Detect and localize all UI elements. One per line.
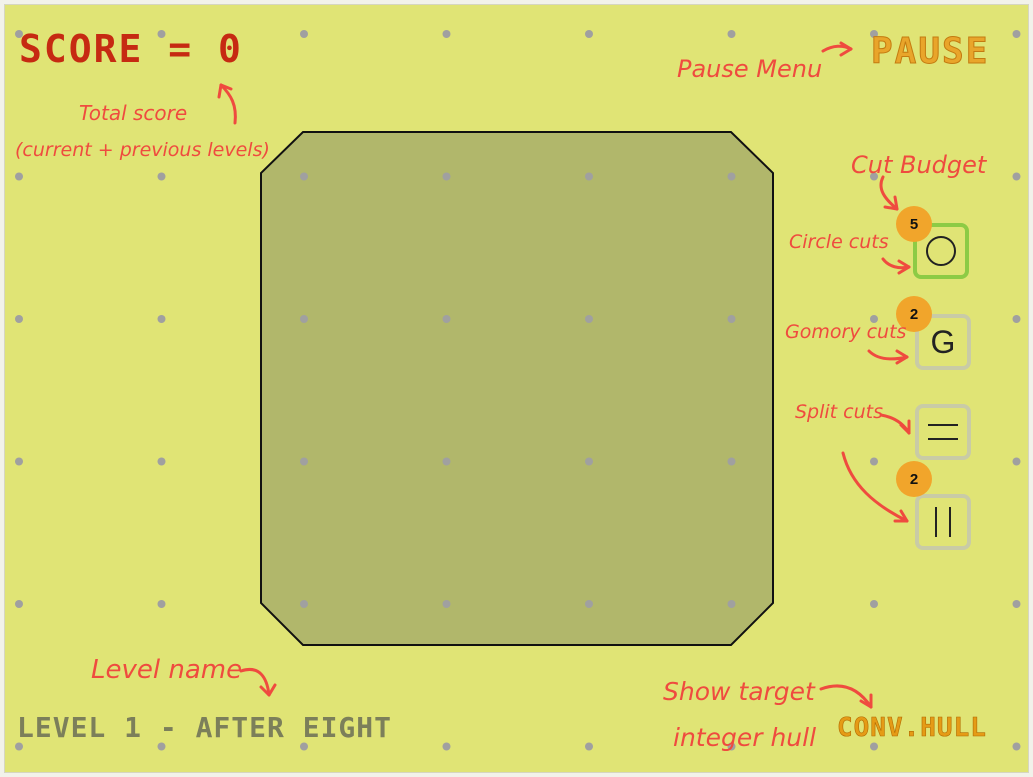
annotation-total-score-detail: (current + previous levels) [15,139,270,161]
lattice-point [870,457,878,466]
annotation-split-cuts: Split cuts [795,401,884,423]
lattice-point [15,742,23,751]
lattice-point [585,30,593,38]
split-cut-vertical-button[interactable] [915,494,971,550]
lattice-point [15,172,23,181]
lattice-point [300,742,308,751]
lattice-point [870,315,878,323]
score-display: SCORE = 0 [19,27,243,71]
lattice-point [157,457,166,466]
circle-icon [926,236,956,266]
level-name: LEVEL 1 - AFTER EIGHT [17,711,393,744]
lattice-point [300,600,308,608]
annotation-integer-hull: integer hull [673,723,817,752]
annotation-pause-menu: Pause Menu [677,55,823,83]
lattice-point [727,172,736,181]
lattice-point [300,172,308,181]
lattice-point [157,315,166,323]
split-cut-horizontal-button[interactable] [915,404,971,460]
annotation-show-target: Show target [663,677,815,706]
lattice-point [15,457,23,466]
lattice-point [585,315,593,323]
lattice-point [870,30,878,38]
lattice-point [157,30,166,38]
lattice-point [442,457,451,466]
lattice-point [442,742,451,751]
lattice-point [300,30,308,38]
lattice-point [157,742,166,751]
lattice-point [1012,742,1021,751]
gomory-cut-button[interactable]: G [915,314,971,370]
double-vertical-line-icon [935,507,951,537]
lattice-point [15,30,23,38]
annotation-circle-cuts: Circle cuts [789,231,889,253]
annotation-cut-budget: Cut Budget [851,151,987,179]
circle-cut-budget-badge: 5 [896,206,932,242]
lattice-point [300,315,308,323]
lattice-point [15,600,23,608]
lattice-point [727,315,736,323]
pause-button[interactable]: PAUSE [870,31,990,73]
lattice-point [585,457,593,466]
annotation-total-score: Total score [79,101,188,125]
letter-g-icon: G [930,323,956,360]
lattice-point [157,600,166,608]
lattice-point [727,30,736,38]
lattice-point [1012,172,1021,181]
convex-hull-button[interactable]: CONV.HULL [837,713,987,744]
lattice-point [1012,600,1021,608]
lattice-point [870,172,878,181]
lattice-point [442,600,451,608]
lattice-point [442,30,451,38]
lattice-point [157,172,166,181]
lattice-point [1012,457,1021,466]
annotation-gomory-cuts: Gomory cuts [785,321,907,343]
lattice-point [442,172,451,181]
lattice-point [870,742,878,751]
split-cut-budget-badge: 2 [896,461,932,497]
lattice-point [442,315,451,323]
lattice-point [585,742,593,751]
double-horizontal-line-icon [928,424,958,440]
lattice-point [300,457,308,466]
lattice-point [15,315,23,323]
lattice-point [585,172,593,181]
lattice-point [727,457,736,466]
lattice-point [1012,315,1021,323]
lattice-point [727,742,736,751]
circle-cut-button[interactable] [913,223,969,279]
annotation-level-name: Level name [91,655,243,685]
lattice-point [585,600,593,608]
lattice-grid [15,30,1021,751]
feasible-region-polygon[interactable] [260,131,774,646]
lattice-point [727,600,736,608]
lattice-point [870,600,878,608]
lattice-point [1012,30,1021,38]
gomory-cut-budget-badge: 2 [896,296,932,332]
game-board: SCORE = 0 PAUSE LEVEL 1 - AFTER EIGHT CO… [4,4,1029,773]
